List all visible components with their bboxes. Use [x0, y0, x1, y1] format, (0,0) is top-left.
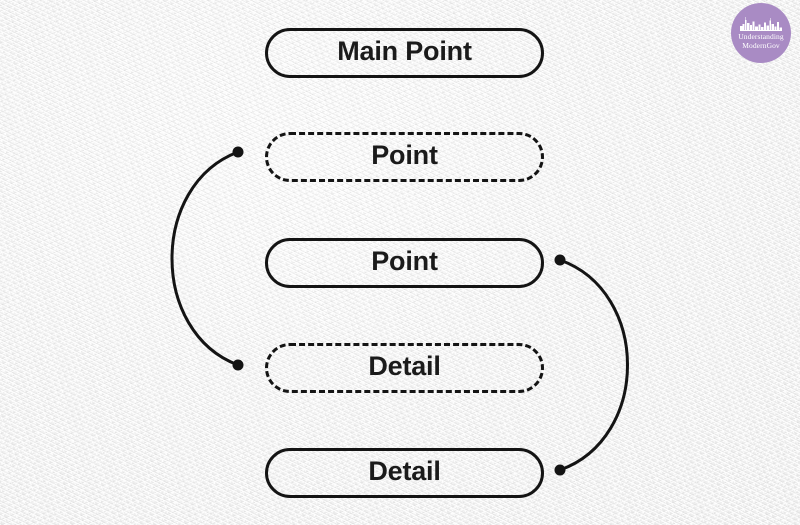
- node-detail-2-label: Detail: [368, 456, 441, 486]
- connector-left-arc-dot-top: [232, 146, 244, 158]
- connector-left-arc: [170, 150, 240, 367]
- node-point-2[interactable]: Point: [265, 238, 544, 288]
- node-main-point-label: Main Point: [337, 36, 472, 66]
- node-detail-1[interactable]: Detail: [265, 343, 544, 393]
- city-skyline-icon: [740, 17, 782, 31]
- logo-text-line1: Understanding: [738, 32, 784, 41]
- node-detail-2[interactable]: Detail: [265, 448, 544, 498]
- node-detail-1-label: Detail: [368, 351, 441, 381]
- connector-right-arc: [558, 258, 629, 472]
- node-main-point[interactable]: Main Point: [265, 28, 544, 78]
- logo-text-line2: ModernGov: [742, 41, 780, 50]
- connector-right-arc-dot-bottom: [554, 464, 566, 476]
- node-point-1[interactable]: Point: [265, 132, 544, 182]
- connector-left-arc-dot-bottom: [232, 359, 244, 371]
- node-point-1-label: Point: [371, 140, 438, 170]
- understanding-moderngov-logo[interactable]: Understanding ModernGov: [731, 3, 791, 63]
- node-point-2-label: Point: [371, 246, 438, 276]
- connector-right-arc-dot-top: [554, 254, 566, 266]
